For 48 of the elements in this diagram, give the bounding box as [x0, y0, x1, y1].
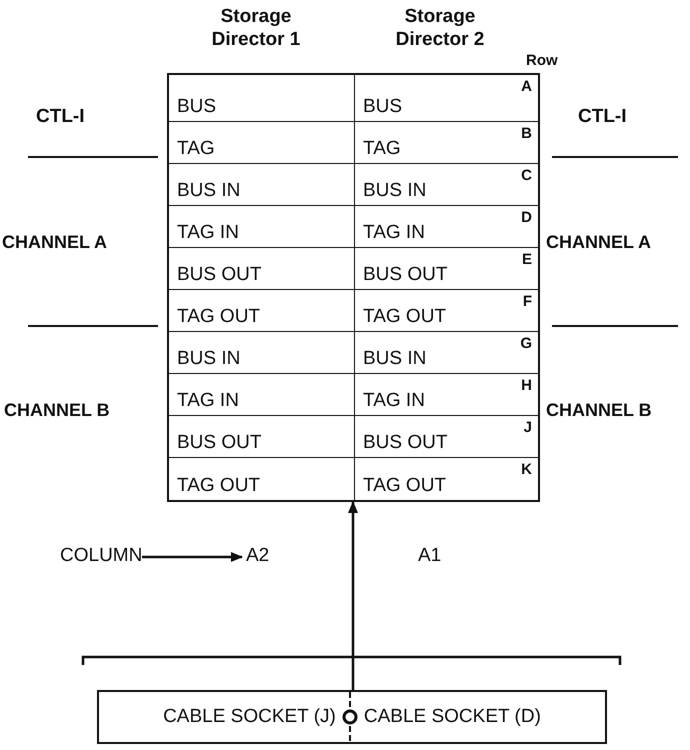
signal-name: BUS IN — [177, 348, 240, 370]
signal-name: TAG OUT — [363, 306, 446, 328]
signal-name: BUS OUT — [177, 432, 262, 454]
row-letter: G — [520, 335, 532, 352]
signal-name: BUS IN — [363, 348, 426, 370]
row-letter: J — [524, 419, 532, 436]
signal-name: BUS — [177, 96, 216, 118]
row-letter: B — [521, 125, 532, 142]
connector-table — [167, 73, 540, 502]
signal-name: BUS OUT — [177, 264, 262, 286]
row-letter: E — [522, 251, 532, 268]
signal-name: TAG IN — [363, 222, 425, 244]
row-letter: K — [521, 461, 532, 478]
socket-label: CABLE SOCKET (J) — [163, 706, 336, 728]
socket-panel — [97, 690, 607, 744]
row-letter: D — [521, 209, 532, 226]
signal-name: BUS OUT — [363, 264, 448, 286]
signal-name: TAG OUT — [177, 475, 260, 497]
signal-name: TAG IN — [177, 222, 239, 244]
row-letter: F — [522, 293, 532, 310]
signal-name: BUS OUT — [363, 432, 448, 454]
column-heading: Storage Director 1 — [210, 6, 302, 52]
signal-name: TAG OUT — [177, 306, 260, 328]
group-label: CTL-I — [578, 106, 627, 129]
group-label: CHANNEL A — [546, 232, 652, 254]
group-label: CHANNEL B — [546, 400, 652, 422]
column-heading: Storage Director 2 — [394, 6, 486, 52]
row-letter: C — [521, 167, 532, 184]
row-letter: H — [521, 377, 532, 394]
axis-label: COLUMN — [60, 545, 142, 568]
row-heading: Row — [526, 52, 558, 70]
socket-label: CABLE SOCKET (D) — [364, 706, 541, 728]
group-label: CHANNEL A — [2, 232, 108, 254]
signal-name: TAG — [363, 138, 401, 160]
signal-name: TAG IN — [363, 390, 425, 412]
signal-name: BUS — [363, 96, 402, 118]
signal-name: BUS IN — [177, 180, 240, 202]
group-label: CTL-I — [36, 106, 85, 129]
group-label: CHANNEL B — [4, 400, 110, 422]
signal-name: TAG IN — [177, 390, 239, 412]
signal-name: TAG — [177, 138, 215, 160]
column-label: A1 — [418, 545, 442, 568]
arrow — [142, 552, 243, 562]
signal-name: BUS IN — [363, 180, 426, 202]
column-label: A2 — [246, 545, 270, 568]
row-letter: A — [521, 78, 532, 95]
arrow — [348, 501, 358, 690]
signal-name: TAG OUT — [363, 475, 446, 497]
